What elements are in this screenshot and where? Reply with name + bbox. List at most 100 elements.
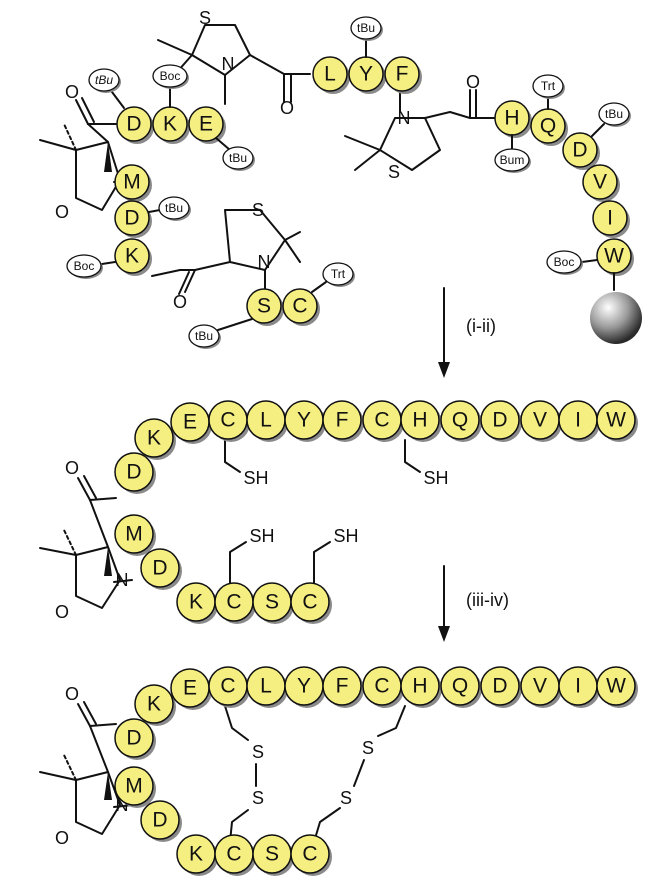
disulfide-s-atom: S bbox=[252, 788, 264, 808]
panel3-bonds bbox=[39, 701, 406, 843]
residue-w: W bbox=[596, 400, 638, 442]
residue-q: Q bbox=[530, 108, 568, 146]
protecting-group-trt: Trt bbox=[322, 262, 355, 287]
residue-m: M bbox=[114, 514, 156, 556]
svg-text:E: E bbox=[199, 113, 213, 136]
disulfide-s-atom: S bbox=[252, 742, 264, 762]
residue-h: H bbox=[494, 100, 532, 138]
thiol-label: SH bbox=[333, 526, 358, 546]
residue-d: D bbox=[480, 666, 522, 708]
svg-text:S: S bbox=[265, 591, 279, 614]
carbonyl-o-atom: O bbox=[65, 684, 79, 704]
residue-h: H bbox=[400, 666, 442, 708]
svg-text:E: E bbox=[183, 677, 197, 700]
svg-text:Q: Q bbox=[452, 409, 468, 432]
residue-l: L bbox=[246, 666, 288, 708]
protecting-group-tbu: tBu bbox=[188, 324, 221, 349]
svg-text:F: F bbox=[336, 409, 349, 432]
residue-d: D bbox=[114, 452, 156, 494]
carbonyl-o-atom-3: O bbox=[466, 72, 480, 92]
protecting-group-tbu: tBu bbox=[350, 16, 383, 41]
residue-w: W bbox=[596, 238, 634, 276]
residue-y: Y bbox=[348, 56, 386, 94]
residue-d: D bbox=[562, 132, 600, 170]
svg-text:Q: Q bbox=[452, 675, 468, 698]
svg-text:M: M bbox=[123, 171, 141, 194]
residue-d: D bbox=[116, 106, 154, 144]
svg-text:C: C bbox=[374, 409, 389, 432]
svg-text:M: M bbox=[125, 775, 143, 798]
svg-text:tBu: tBu bbox=[165, 201, 183, 215]
svg-text:H: H bbox=[504, 107, 519, 130]
panel-protected-precursor: O N O S N O N S O S N O D K E bbox=[39, 8, 642, 349]
residue-c: C bbox=[282, 288, 320, 326]
residue-s: S bbox=[252, 834, 294, 876]
svg-text:C: C bbox=[302, 843, 317, 866]
oxazolidine-o-atom: O bbox=[55, 602, 69, 622]
residue-i: I bbox=[558, 400, 600, 442]
svg-text:tBu: tBu bbox=[229, 151, 247, 165]
svg-text:V: V bbox=[593, 171, 607, 194]
svg-text:I: I bbox=[575, 409, 581, 432]
protecting-group-boc: Boc bbox=[152, 64, 189, 89]
thiol-label: SH bbox=[243, 468, 268, 488]
residue-m: M bbox=[114, 766, 156, 808]
residue-c: C bbox=[290, 582, 332, 624]
residue-q: Q bbox=[440, 666, 482, 708]
thiazolidine-n-atom-2: N bbox=[398, 108, 411, 128]
thiazolidine-s-atom-3: S bbox=[252, 200, 264, 220]
residue-l: L bbox=[312, 56, 350, 94]
oxazolidine-n-atom: N bbox=[116, 570, 129, 590]
svg-text:K: K bbox=[147, 427, 161, 450]
resin-bead bbox=[590, 292, 642, 344]
reaction-conditions-2: (iii-iv) bbox=[466, 590, 509, 610]
reaction-conditions-1: (i-ii) bbox=[466, 316, 496, 336]
panel2-atoms: O N O SH SH SH SH bbox=[55, 458, 449, 622]
residue-q: Q bbox=[440, 400, 482, 442]
svg-text:C: C bbox=[226, 591, 241, 614]
residue-d: D bbox=[114, 718, 156, 760]
svg-text:tBu: tBu bbox=[357, 21, 375, 35]
residue-s: S bbox=[246, 288, 284, 326]
protecting-group-tbu: tBu bbox=[598, 102, 631, 127]
svg-text:W: W bbox=[606, 409, 626, 432]
residue-v: V bbox=[520, 666, 562, 708]
svg-text:Q: Q bbox=[540, 115, 556, 138]
residue-d: D bbox=[114, 200, 152, 238]
protecting-group-boc: Boc bbox=[546, 250, 583, 275]
residue-c: C bbox=[208, 666, 250, 708]
thiazolidine-n-atom-3: N bbox=[258, 252, 271, 272]
residue-v: V bbox=[582, 164, 620, 202]
svg-text:C: C bbox=[374, 675, 389, 698]
disulfide-s-atom: S bbox=[362, 738, 374, 758]
panel1-residues: D K E L Y F H bbox=[114, 56, 634, 326]
svg-text:H: H bbox=[412, 675, 427, 698]
svg-text:tBu: tBu bbox=[605, 107, 623, 121]
residue-c: C bbox=[208, 400, 250, 442]
residue-v: V bbox=[520, 400, 562, 442]
protecting-group-boc: Boc bbox=[66, 254, 103, 279]
residue-f: F bbox=[384, 56, 422, 94]
carbonyl-o-atom-1: O bbox=[65, 82, 79, 102]
oxazolidine-o-atom: O bbox=[55, 202, 69, 222]
residue-y: Y bbox=[284, 400, 326, 442]
protecting-group-tbu: tBu bbox=[88, 68, 121, 93]
residue-c: C bbox=[362, 666, 404, 708]
protecting-group-trt: Trt bbox=[532, 74, 565, 99]
residue-d: D bbox=[480, 400, 522, 442]
svg-text:tBu: tBu bbox=[195, 329, 213, 343]
residue-s: S bbox=[252, 582, 294, 624]
svg-text:S: S bbox=[265, 843, 279, 866]
svg-text:I: I bbox=[607, 207, 613, 230]
residue-k: K bbox=[134, 684, 176, 726]
residue-i: I bbox=[558, 666, 600, 708]
protecting-group-tbu: tBu bbox=[158, 196, 191, 221]
svg-text:tBu: tBu bbox=[95, 73, 113, 87]
carbonyl-o-atom: O bbox=[65, 458, 79, 478]
